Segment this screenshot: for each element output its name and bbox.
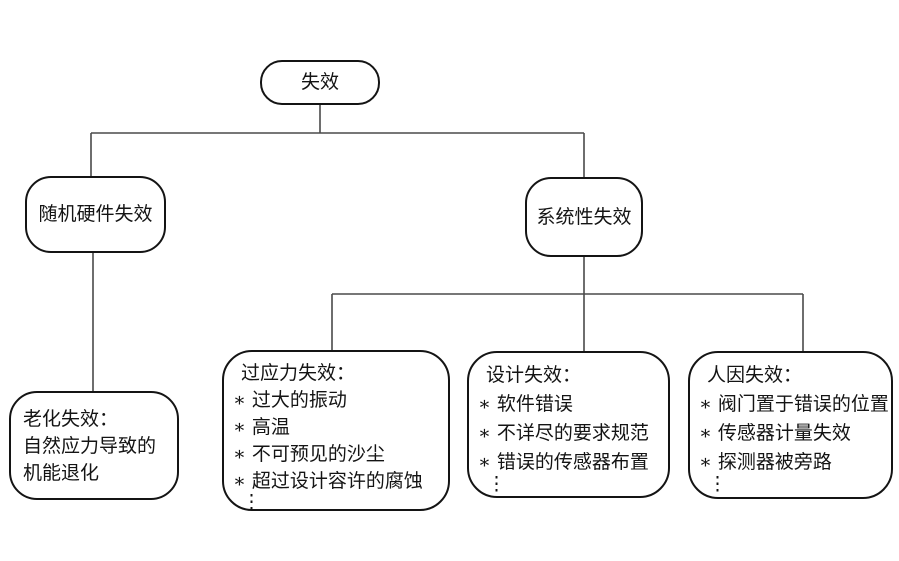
list-item: ∗过大的振动 (233, 387, 448, 414)
node-random-hardware-failure: 随机硬件失效 (25, 176, 166, 253)
vertical-ellipsis: ⋮ (708, 474, 727, 495)
list-item: ∗软件错误 (478, 390, 668, 419)
node-aging-line1: 自然应力导致的 (23, 436, 157, 457)
asterisk-bullet: ∗ (699, 423, 712, 444)
node-systematic-failure: 系统性失效 (525, 177, 643, 257)
asterisk-bullet: ∗ (699, 452, 712, 473)
node-random-hardware-failure-label: 随机硬件失效 (38, 204, 153, 225)
list-item: ∗探测器被旁路 (699, 448, 891, 477)
list-item-text: 不可预见的沙尘 (251, 444, 385, 465)
list-item-text: 超过设计容许的腐蚀 (251, 471, 423, 492)
node-aging-title: 老化失效： (23, 409, 119, 430)
node-overstress-title: 过应力失效： (241, 363, 356, 384)
list-item-text: 软件错误 (496, 394, 573, 415)
asterisk-bullet: ∗ (478, 423, 491, 444)
list-item-text: 错误的传感器布置 (496, 452, 649, 473)
asterisk-bullet: ∗ (233, 471, 246, 492)
asterisk-bullet: ∗ (233, 444, 246, 465)
node-systematic-failure-label: 系统性失效 (536, 206, 632, 228)
list-item-text: 传感器计量失效 (717, 423, 851, 444)
list-item: ∗错误的传感器布置 (478, 448, 668, 477)
vertical-ellipsis: ⋮ (242, 492, 261, 513)
list-item: ∗高温 (233, 414, 448, 441)
node-failure: 失效 (260, 60, 380, 105)
list-item-text: 探测器被旁路 (717, 452, 832, 473)
node-design-title: 设计失效： (486, 365, 582, 386)
node-overstress-failure: 过应力失效： ∗过大的振动 ∗高温 ∗不可预见的沙尘 ∗超过设计容许的腐蚀 ⋮ (222, 350, 450, 513)
list-item: ∗不可预见的沙尘 (233, 441, 448, 468)
node-aging-failure: 老化失效： 自然应力导致的 机能退化 (9, 391, 179, 500)
list-item-text: 高温 (251, 417, 290, 438)
asterisk-bullet: ∗ (699, 394, 712, 415)
node-human-title: 人因失效： (707, 365, 803, 386)
asterisk-bullet: ∗ (478, 452, 491, 473)
list-item-text: 过大的振动 (251, 390, 347, 411)
node-failure-label: 失效 (300, 72, 339, 93)
node-design-failure: 设计失效： ∗软件错误 ∗不详尽的要求规范 ∗错误的传感器布置 ⋮ (467, 351, 670, 498)
list-item: ∗传感器计量失效 (699, 419, 891, 448)
list-item: ∗不详尽的要求规范 (478, 419, 668, 448)
asterisk-bullet: ∗ (233, 417, 246, 438)
asterisk-bullet: ∗ (478, 394, 491, 415)
node-human-failure: 人因失效： ∗阀门置于错误的位置 ∗传感器计量失效 ∗探测器被旁路 ⋮ (688, 351, 893, 499)
list-item: ∗阀门置于错误的位置 (699, 390, 891, 419)
list-item: ∗超过设计容许的腐蚀 (233, 468, 448, 495)
asterisk-bullet: ∗ (233, 390, 246, 411)
list-item-text: 不详尽的要求规范 (496, 423, 649, 444)
vertical-ellipsis: ⋮ (487, 474, 506, 495)
list-item-text: 阀门置于错误的位置 (717, 394, 889, 415)
node-aging-line2: 机能退化 (23, 463, 100, 484)
